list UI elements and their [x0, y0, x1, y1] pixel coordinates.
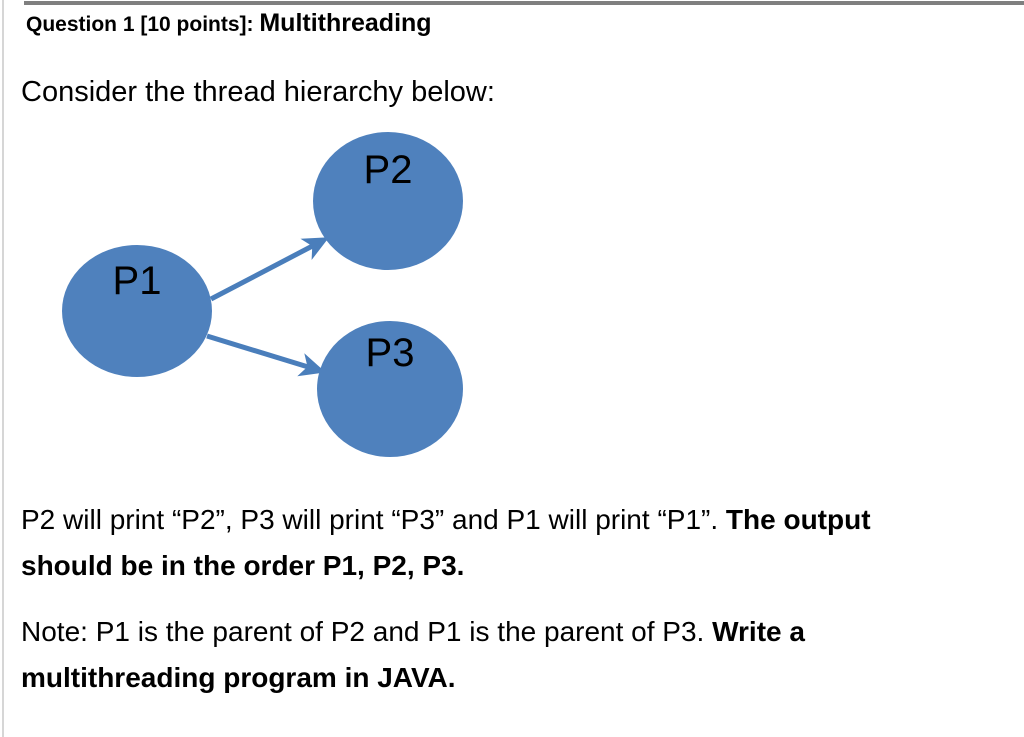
node-p2-label: P2	[363, 148, 413, 192]
edge-p1-to-p2	[209, 237, 330, 302]
edge-p1-to-p3	[206, 333, 326, 377]
paragraph-output: P2 will print “P2”, P3 will print “P3” a…	[21, 497, 871, 589]
node-p1-label: P1	[112, 259, 162, 303]
paragraph-note-bold-line1: Write a	[712, 616, 805, 647]
question-topic: Multithreading	[259, 9, 432, 37]
intro-text: Consider the thread hierarchy below:	[21, 76, 495, 108]
heading-top-rule	[24, 1, 1024, 5]
paragraph-output-bold-line1: The output	[725, 504, 871, 535]
paragraph-note-regular: Note: P1 is the parent of P2 and P1 is t…	[21, 616, 713, 647]
node-p2: P2	[313, 132, 463, 270]
paragraph-output-regular: P2 will print “P2”, P3 will print “P3” a…	[21, 504, 726, 535]
question-heading: Question 1 [10 points]: Multithreading	[26, 9, 432, 38]
question-number-points: Question 1 [10 points]:	[26, 13, 260, 36]
page-left-border	[2, 0, 4, 737]
paragraph-note: Note: P1 is the parent of P2 and P1 is t…	[21, 609, 805, 701]
paragraph-output-bold-line2: should be in the order P1, P2, P3.	[21, 550, 465, 581]
node-p1: P1	[62, 245, 212, 377]
paragraph-note-bold-line2: multithreading program in JAVA.	[21, 662, 456, 693]
node-p3: P3	[317, 321, 463, 457]
node-p3-label: P3	[365, 331, 415, 375]
